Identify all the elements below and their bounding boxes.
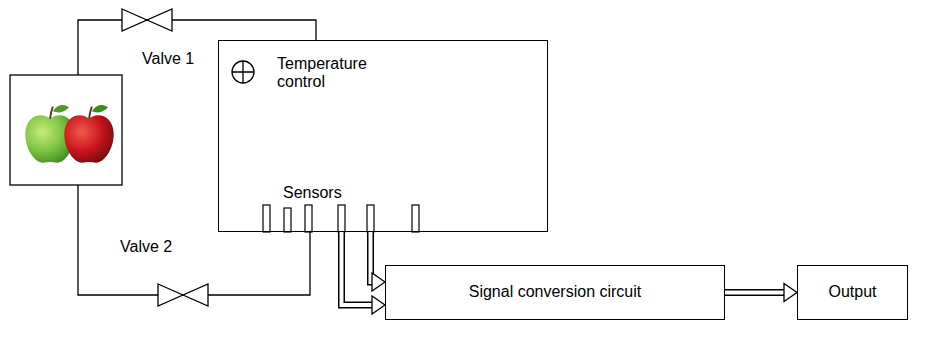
arrow-head <box>372 296 385 314</box>
arrow-shaft-core <box>342 232 373 305</box>
chamber-box: Temperature controlSensors <box>218 40 548 232</box>
red-apple <box>64 105 113 163</box>
sample-box <box>10 75 122 185</box>
box-label: Signal conversion circuit <box>469 283 642 301</box>
valve-label: Valve 2 <box>120 238 172 256</box>
signal-arrow <box>725 284 797 302</box>
text-slot: Sensors <box>283 184 342 202</box>
box-label: Output <box>828 283 876 301</box>
process-box: Output <box>797 265 908 320</box>
temperature-symbol <box>232 61 254 83</box>
signal-arrow <box>371 232 386 291</box>
arrow-head <box>784 284 797 302</box>
text-slot: Temperature control <box>277 55 377 92</box>
control-label: Temperature control <box>277 55 377 92</box>
arrow-shaft-core <box>725 291 784 295</box>
valve-symbol <box>158 284 208 306</box>
process-box: Signal conversion circuit <box>385 265 725 320</box>
valve-label: Valve 1 <box>142 50 194 68</box>
arrow-head <box>372 273 385 291</box>
sensor-label: Sensors <box>283 184 342 202</box>
arrow-shaft <box>342 232 373 305</box>
valve-symbol <box>122 9 172 31</box>
label-slot: Valve 2 <box>120 238 172 256</box>
signal-arrow <box>342 232 386 314</box>
arrow-shaft <box>725 289 784 296</box>
pipe <box>78 185 310 295</box>
label-slot: Valve 1 <box>142 50 194 68</box>
sensor-array <box>263 205 419 232</box>
